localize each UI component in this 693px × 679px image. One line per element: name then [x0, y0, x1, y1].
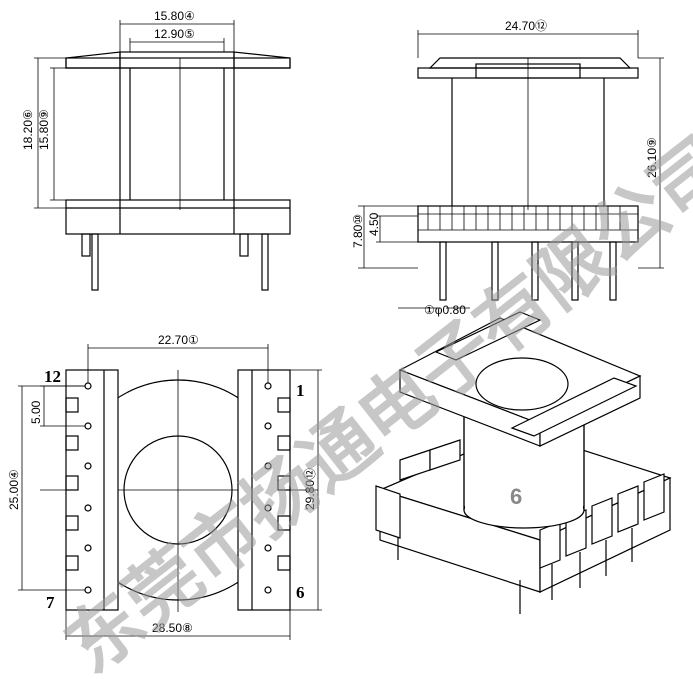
- dim-width-outer: 15.80④: [154, 9, 195, 23]
- comb-slots: [65, 397, 291, 571]
- pin-label-7: 7: [46, 593, 55, 612]
- pin-label-12: 12: [44, 367, 61, 386]
- dim-height-outer: 18.20⑥: [21, 109, 35, 150]
- dim-side-pins: 4.50: [367, 212, 381, 236]
- comb-teeth: [418, 206, 638, 231]
- dim-rows: 25.00④: [7, 469, 21, 510]
- dim-span: 22.70①: [158, 333, 199, 347]
- dim-depth: 29.80⑫: [303, 468, 317, 510]
- isometric-view: 6: [375, 311, 672, 614]
- pin-label-1: 1: [296, 381, 305, 400]
- front-view: 15.80④ 12.90⑤ 18.20⑥ 15.80⑨: [21, 9, 291, 291]
- pin-label-6: 6: [296, 583, 305, 602]
- dim-side-width: 24.70⑫: [505, 19, 547, 33]
- iso-label: 6: [510, 484, 522, 509]
- dim-pin-dia: ①φ0.80: [424, 303, 466, 317]
- dim-side-height: 26.10⑨: [645, 137, 659, 178]
- bottom-view: 22.70① 5.00 25.00④ 29.80⑫ 28.50⑧ 12 1 7 …: [7, 333, 322, 640]
- dim-pitch: 5.00: [29, 400, 43, 424]
- dim-total: 28.50⑧: [152, 621, 193, 635]
- dim-side-base: 7.80⑩: [351, 214, 365, 248]
- iso-comb-right: [539, 473, 665, 569]
- dim-height-inner: 15.80⑨: [37, 109, 51, 150]
- side-view: 24.70⑫ 26.10⑨ 7.80⑩ 4.50 ①φ0.80: [351, 19, 664, 317]
- pin-holes: [84, 382, 272, 594]
- dim-width-inner: 12.90⑤: [154, 27, 195, 41]
